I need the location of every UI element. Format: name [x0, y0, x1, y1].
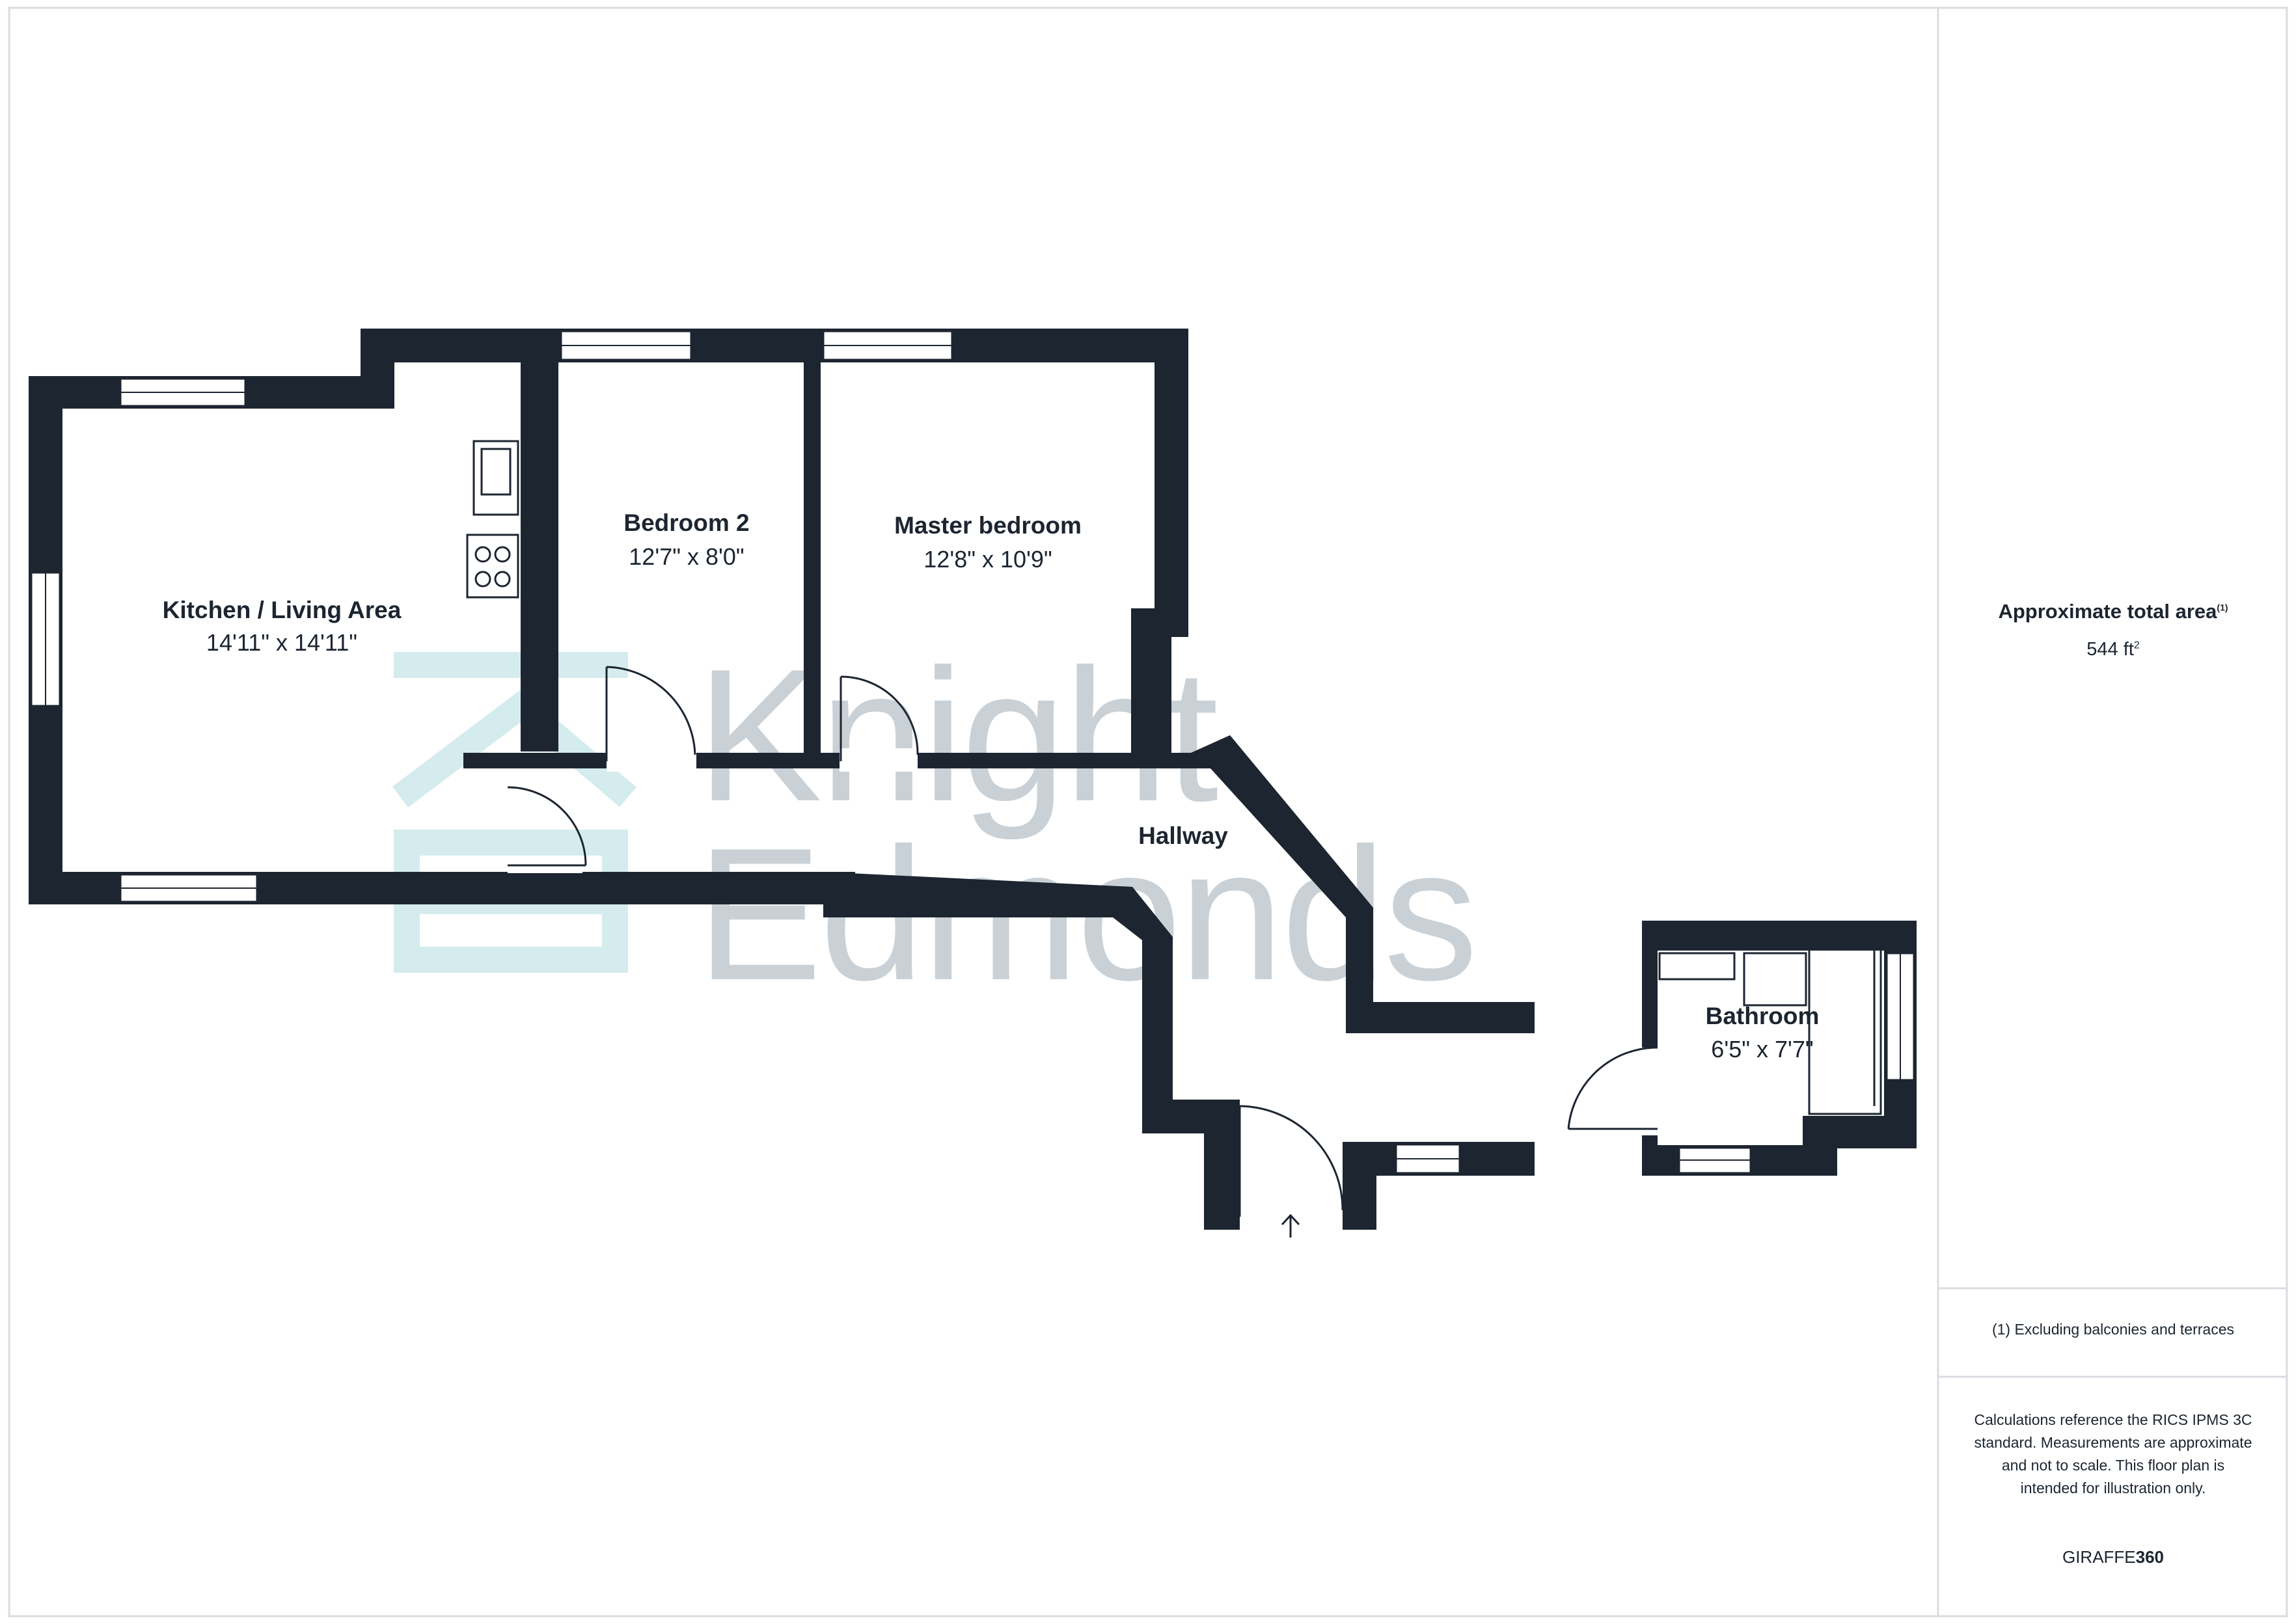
wall-hallway-east	[1346, 1002, 1535, 1033]
wall-hallway-lower	[823, 872, 1173, 1132]
wall-kitchen-step-v	[361, 329, 394, 409]
room-bathroom-dims: 6'5" x 7'7"	[1711, 1036, 1813, 1062]
door-gap-bedroom2	[607, 748, 696, 772]
shower-icon	[1808, 936, 1882, 1115]
doors	[507, 666, 1658, 1217]
window-mullions	[45, 345, 1901, 1161]
door-swing-kitchen	[507, 786, 587, 866]
room-kitchen-name: Kitchen / Living Area	[163, 597, 402, 623]
brand-logo: GIRAFFE360	[1941, 1547, 2286, 1567]
room-master-name: Master bedroom	[894, 512, 1082, 539]
room-bedroom2-name: Bedroom 2	[623, 509, 749, 536]
wall-bedrooms-bottom-b	[918, 753, 1223, 768]
brand-bold: 360	[2135, 1547, 2165, 1567]
door-swing-bedroom2	[606, 666, 696, 755]
area-value: 544 ft2	[1941, 639, 2286, 660]
entrance-arrow-icon	[1281, 1213, 1300, 1238]
room-hallway-name: Hallway	[1138, 822, 1228, 849]
door-swing-bath	[1567, 1046, 1658, 1130]
wall-bedrooms-divider	[804, 362, 821, 759]
page-frame	[8, 7, 2288, 1617]
hob-icon	[466, 534, 519, 599]
toilet-icon	[1743, 952, 1807, 1007]
door-swing-master	[840, 675, 919, 755]
wall-bath-top	[1642, 921, 1917, 951]
watermark-logo-bar-icon	[394, 652, 628, 678]
disclaimer: Calculations reference the RICS IPMS 3C …	[1974, 1411, 2252, 1496]
wall-entry-left	[1204, 1100, 1240, 1230]
room-master-dims: 12'8" x 10'9"	[923, 546, 1052, 573]
wall-kitchen-stub	[463, 753, 607, 768]
wall-hallway-diagonal	[1191, 735, 1373, 1002]
room-kitchen-dims: 14'11" x 14'11"	[206, 629, 357, 656]
wall-bedrooms-bottom-a	[696, 753, 840, 768]
area-title: Approximate total area(1)	[1941, 600, 2286, 623]
sink-icon	[472, 440, 519, 516]
wall-master-right-lower	[1131, 608, 1171, 759]
door-gap-master	[840, 748, 918, 772]
area-value-text: 544 ft	[2086, 639, 2134, 660]
walls	[29, 329, 1917, 1230]
area-title-text: Approximate total area	[1998, 600, 2217, 623]
watermark-logo-icon	[392, 689, 636, 973]
door-gap-kitchen	[508, 868, 582, 873]
fixtures	[466, 440, 1882, 1115]
wall-master-right	[1155, 329, 1188, 637]
room-bathroom-name: Bathroom	[1706, 1003, 1820, 1029]
area-unit-sup: 2	[2133, 640, 2140, 651]
door-swing-entry	[1239, 1105, 1344, 1211]
footnote: (1) Excluding balconies and terraces	[1991, 1321, 2235, 1338]
wall-kitchen-right	[521, 329, 558, 751]
wall-bath-left-upper	[1642, 921, 1658, 1048]
bath-basin-icon	[1658, 952, 1736, 981]
brand-light: GIRAFFE	[2062, 1547, 2136, 1567]
area-footnote-mark: (1)	[2217, 602, 2228, 613]
room-bedroom2-dims: 12'7" x 8'0"	[629, 543, 744, 570]
